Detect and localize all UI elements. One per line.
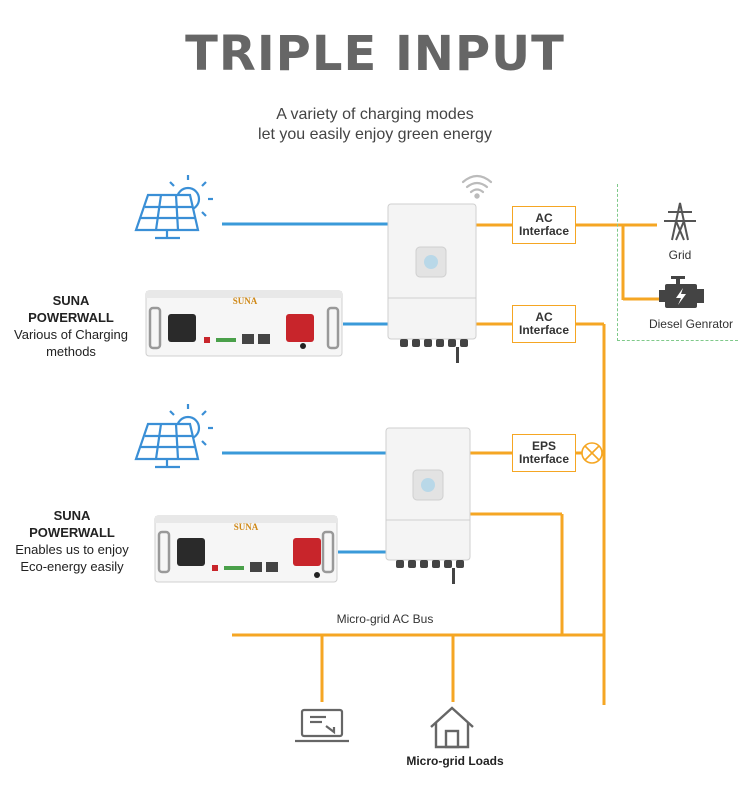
system1-desc-2: methods bbox=[46, 344, 96, 359]
breaker-icon bbox=[581, 442, 603, 464]
inverter-2 bbox=[385, 427, 471, 584]
eps-interface-line1: EPS bbox=[531, 439, 556, 453]
subtitle-line-2: let you easily enjoy green energy bbox=[258, 126, 492, 143]
solar-panel-icon bbox=[134, 404, 213, 469]
inverter-1 bbox=[387, 203, 477, 363]
battery-module-2 bbox=[154, 515, 338, 583]
battery-logo-2: SUNA bbox=[233, 522, 259, 532]
eps-interface: EPS Interface bbox=[512, 434, 576, 472]
system2-label: SUNA POWERWALL Enables us to enjoy Eco-e… bbox=[4, 507, 140, 575]
house-icon bbox=[430, 706, 474, 749]
grid-label: Grid bbox=[668, 248, 692, 262]
eps-interface-line2: Interface bbox=[518, 452, 570, 466]
loads-label: Micro-grid Loads bbox=[406, 754, 504, 768]
engine-icon bbox=[659, 276, 704, 308]
system2-product: POWERWALL bbox=[29, 525, 115, 540]
system1-brand: SUNA bbox=[52, 293, 90, 308]
system1-desc-1: Various of Charging bbox=[14, 327, 128, 342]
ac-interface-bottom: AC Interface bbox=[512, 305, 576, 343]
external-sources-box bbox=[617, 184, 738, 341]
subtitle-line-1: A variety of charging modes bbox=[276, 106, 474, 123]
laptop-icon bbox=[295, 708, 349, 743]
ac-interface-top: AC Interface bbox=[512, 206, 576, 244]
system1-label: SUNA POWERWALL Various of Charging metho… bbox=[6, 292, 136, 360]
system1-product: POWERWALL bbox=[28, 310, 114, 325]
ac-interface-top-line1: AC bbox=[535, 211, 553, 225]
page-title: TRIPLE INPUT bbox=[185, 26, 565, 82]
wifi-icon bbox=[461, 174, 493, 199]
ac-interface-bottom-line1: AC bbox=[535, 310, 553, 324]
diesel-label: Diesel Genrator bbox=[648, 317, 734, 331]
ac-interface-top-line2: Interface bbox=[518, 224, 570, 238]
system2-brand: SUNA bbox=[53, 508, 91, 523]
solar-panel-icon bbox=[134, 175, 213, 240]
ac-interface-bottom-line2: Interface bbox=[518, 323, 570, 337]
grid-tower-icon bbox=[664, 202, 696, 241]
battery-logo-1: SUNA bbox=[232, 296, 258, 306]
battery-module-1 bbox=[145, 290, 343, 357]
bus-label: Micro-grid AC Bus bbox=[336, 612, 434, 626]
system2-desc-1: Enables us to enjoy bbox=[15, 542, 129, 557]
system2-desc-2: Eco-energy easily bbox=[20, 559, 124, 574]
